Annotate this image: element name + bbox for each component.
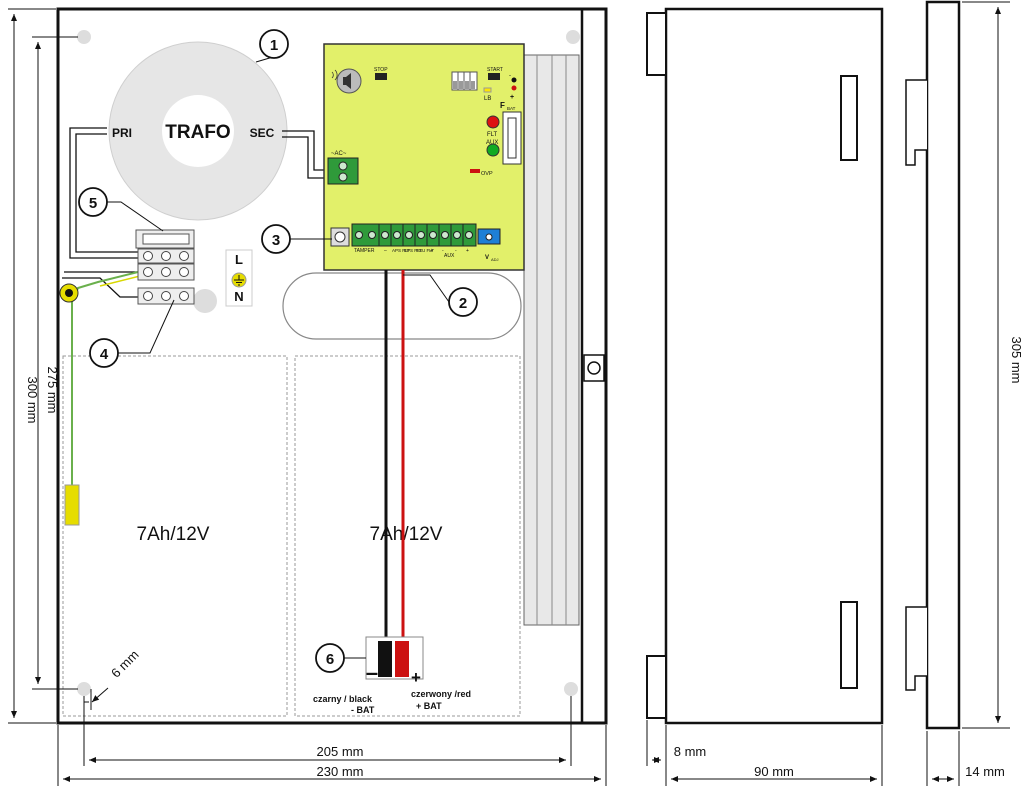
callout-1: 1 bbox=[270, 37, 278, 54]
enclosure-front-view: 7Ah/12V 7Ah/12V TRAFO PRI SEC bbox=[56, 7, 608, 725]
vadj-sub-label: ADJ bbox=[491, 257, 499, 262]
flt-label: FLT bbox=[487, 132, 498, 138]
mounting-hole bbox=[566, 30, 580, 44]
battery-slot-2 bbox=[294, 355, 521, 717]
output-terminal-strip bbox=[351, 223, 477, 247]
callout-6-circle bbox=[315, 643, 345, 673]
transformer-secondary-label: SEC bbox=[250, 126, 275, 140]
enclosure-side-view bbox=[646, 7, 884, 725]
lock-icon bbox=[587, 361, 601, 375]
terminal-label-minus: – bbox=[384, 248, 387, 254]
callout-2-circle bbox=[448, 287, 478, 317]
terminal-label-plus-2: + bbox=[466, 248, 469, 254]
fbat-label: F bbox=[500, 101, 505, 110]
vadj-label: V bbox=[485, 255, 489, 261]
led-flt bbox=[486, 115, 500, 129]
terminal-label-eps-flt: EPS FLT bbox=[404, 248, 422, 253]
dim-height-inner: 275 mm bbox=[45, 367, 60, 414]
speaker-icon bbox=[343, 73, 351, 89]
ovp-label: OVP bbox=[481, 171, 493, 177]
callout-4-circle bbox=[89, 338, 119, 368]
callout-3: 3 bbox=[272, 232, 280, 249]
secondary-wiring bbox=[282, 130, 330, 179]
battery-2-label: 7Ah/12V bbox=[370, 524, 443, 545]
dim-width-inner: 205 mm bbox=[317, 744, 364, 759]
dim-door-depth: 14 mm bbox=[965, 764, 1005, 779]
door-side-view bbox=[905, 0, 961, 730]
psu-board: ~AC~ STOP START bbox=[323, 43, 525, 271]
terminal-label-minus-2: - bbox=[455, 248, 457, 254]
black-lead-connector bbox=[378, 641, 392, 677]
transformer: TRAFO PRI SEC bbox=[108, 41, 288, 221]
ground-icon bbox=[234, 275, 244, 286]
dim-door-height: 305 mm bbox=[1009, 337, 1024, 384]
callout-6: 6 bbox=[326, 651, 334, 668]
heat-sink bbox=[523, 54, 580, 626]
battery-minus-mark: - bbox=[509, 73, 511, 79]
red-lead-label-1: czerwony /red bbox=[411, 689, 471, 699]
mains-legend: L N bbox=[225, 249, 253, 307]
led-aux bbox=[486, 143, 500, 157]
dim-width-outer: 230 mm bbox=[317, 764, 364, 779]
dim-height-outer: 300 mm bbox=[25, 377, 40, 424]
mounting-hole bbox=[77, 682, 91, 696]
lb-led bbox=[483, 87, 492, 93]
terminal-label-aps-flt: APS FLT bbox=[392, 248, 410, 253]
lead-minus-symbol: – bbox=[366, 660, 378, 685]
black-lead-label-2: - BAT bbox=[351, 705, 375, 715]
battery-leads bbox=[365, 270, 424, 680]
dimension-lines-door bbox=[926, 1, 1010, 786]
stop-label: STOP bbox=[374, 67, 388, 73]
lb-label: LB bbox=[484, 96, 491, 102]
ovp-led bbox=[470, 169, 480, 173]
callout-1-circle bbox=[259, 29, 289, 59]
terminal-label-plus-1: + bbox=[430, 248, 433, 254]
callout-5-circle bbox=[78, 187, 108, 217]
start-label: START bbox=[487, 67, 503, 73]
battery-plus-mark: + bbox=[510, 94, 514, 101]
lead-plus-symbol: + bbox=[411, 668, 421, 687]
fuse-terminal-block bbox=[135, 229, 195, 305]
battery-slot-1 bbox=[62, 355, 288, 717]
transformer-primary-label: PRI bbox=[112, 126, 132, 140]
terminal-label-tamper: TAMPER bbox=[354, 248, 375, 254]
callout-5: 5 bbox=[89, 195, 97, 212]
mounting-hole bbox=[564, 682, 578, 696]
callout-2: 2 bbox=[459, 295, 467, 312]
dimension-lines-front bbox=[8, 8, 607, 786]
cable-grommet bbox=[193, 289, 217, 313]
callouts: 1 2 3 4 5 6 bbox=[78, 29, 478, 673]
fbat-sub-label: BAT bbox=[507, 106, 516, 111]
ac-input-label: ~AC~ bbox=[331, 151, 347, 157]
red-lead-label-2: + BAT bbox=[416, 701, 442, 711]
callout-3-circle bbox=[261, 224, 291, 254]
callout-4: 4 bbox=[100, 346, 109, 363]
dimension-lines-side bbox=[646, 720, 883, 786]
aux-led-label: AUX bbox=[486, 140, 498, 146]
stop-jumper bbox=[375, 73, 387, 80]
dim-flange: 8 mm bbox=[674, 744, 707, 759]
mains-l-label: L bbox=[235, 252, 243, 267]
transformer-title: TRAFO bbox=[165, 122, 230, 143]
dim-depth: 90 mm bbox=[754, 764, 794, 779]
earth-wire bbox=[59, 271, 141, 526]
mounting-hole bbox=[77, 30, 91, 44]
black-lead-label-1: czarny / black bbox=[313, 694, 373, 704]
red-lead-connector bbox=[395, 641, 409, 677]
terminal-label-minus-1: - bbox=[442, 248, 444, 254]
start-jumper bbox=[488, 73, 500, 80]
terminal-label-psu-flt: PSU FLT bbox=[416, 248, 434, 253]
terminal-label-aux: AUX bbox=[444, 253, 455, 259]
mains-n-label: N bbox=[234, 289, 243, 304]
dip-switch bbox=[451, 71, 478, 91]
battery-1-label: 7Ah/12V bbox=[137, 524, 210, 545]
